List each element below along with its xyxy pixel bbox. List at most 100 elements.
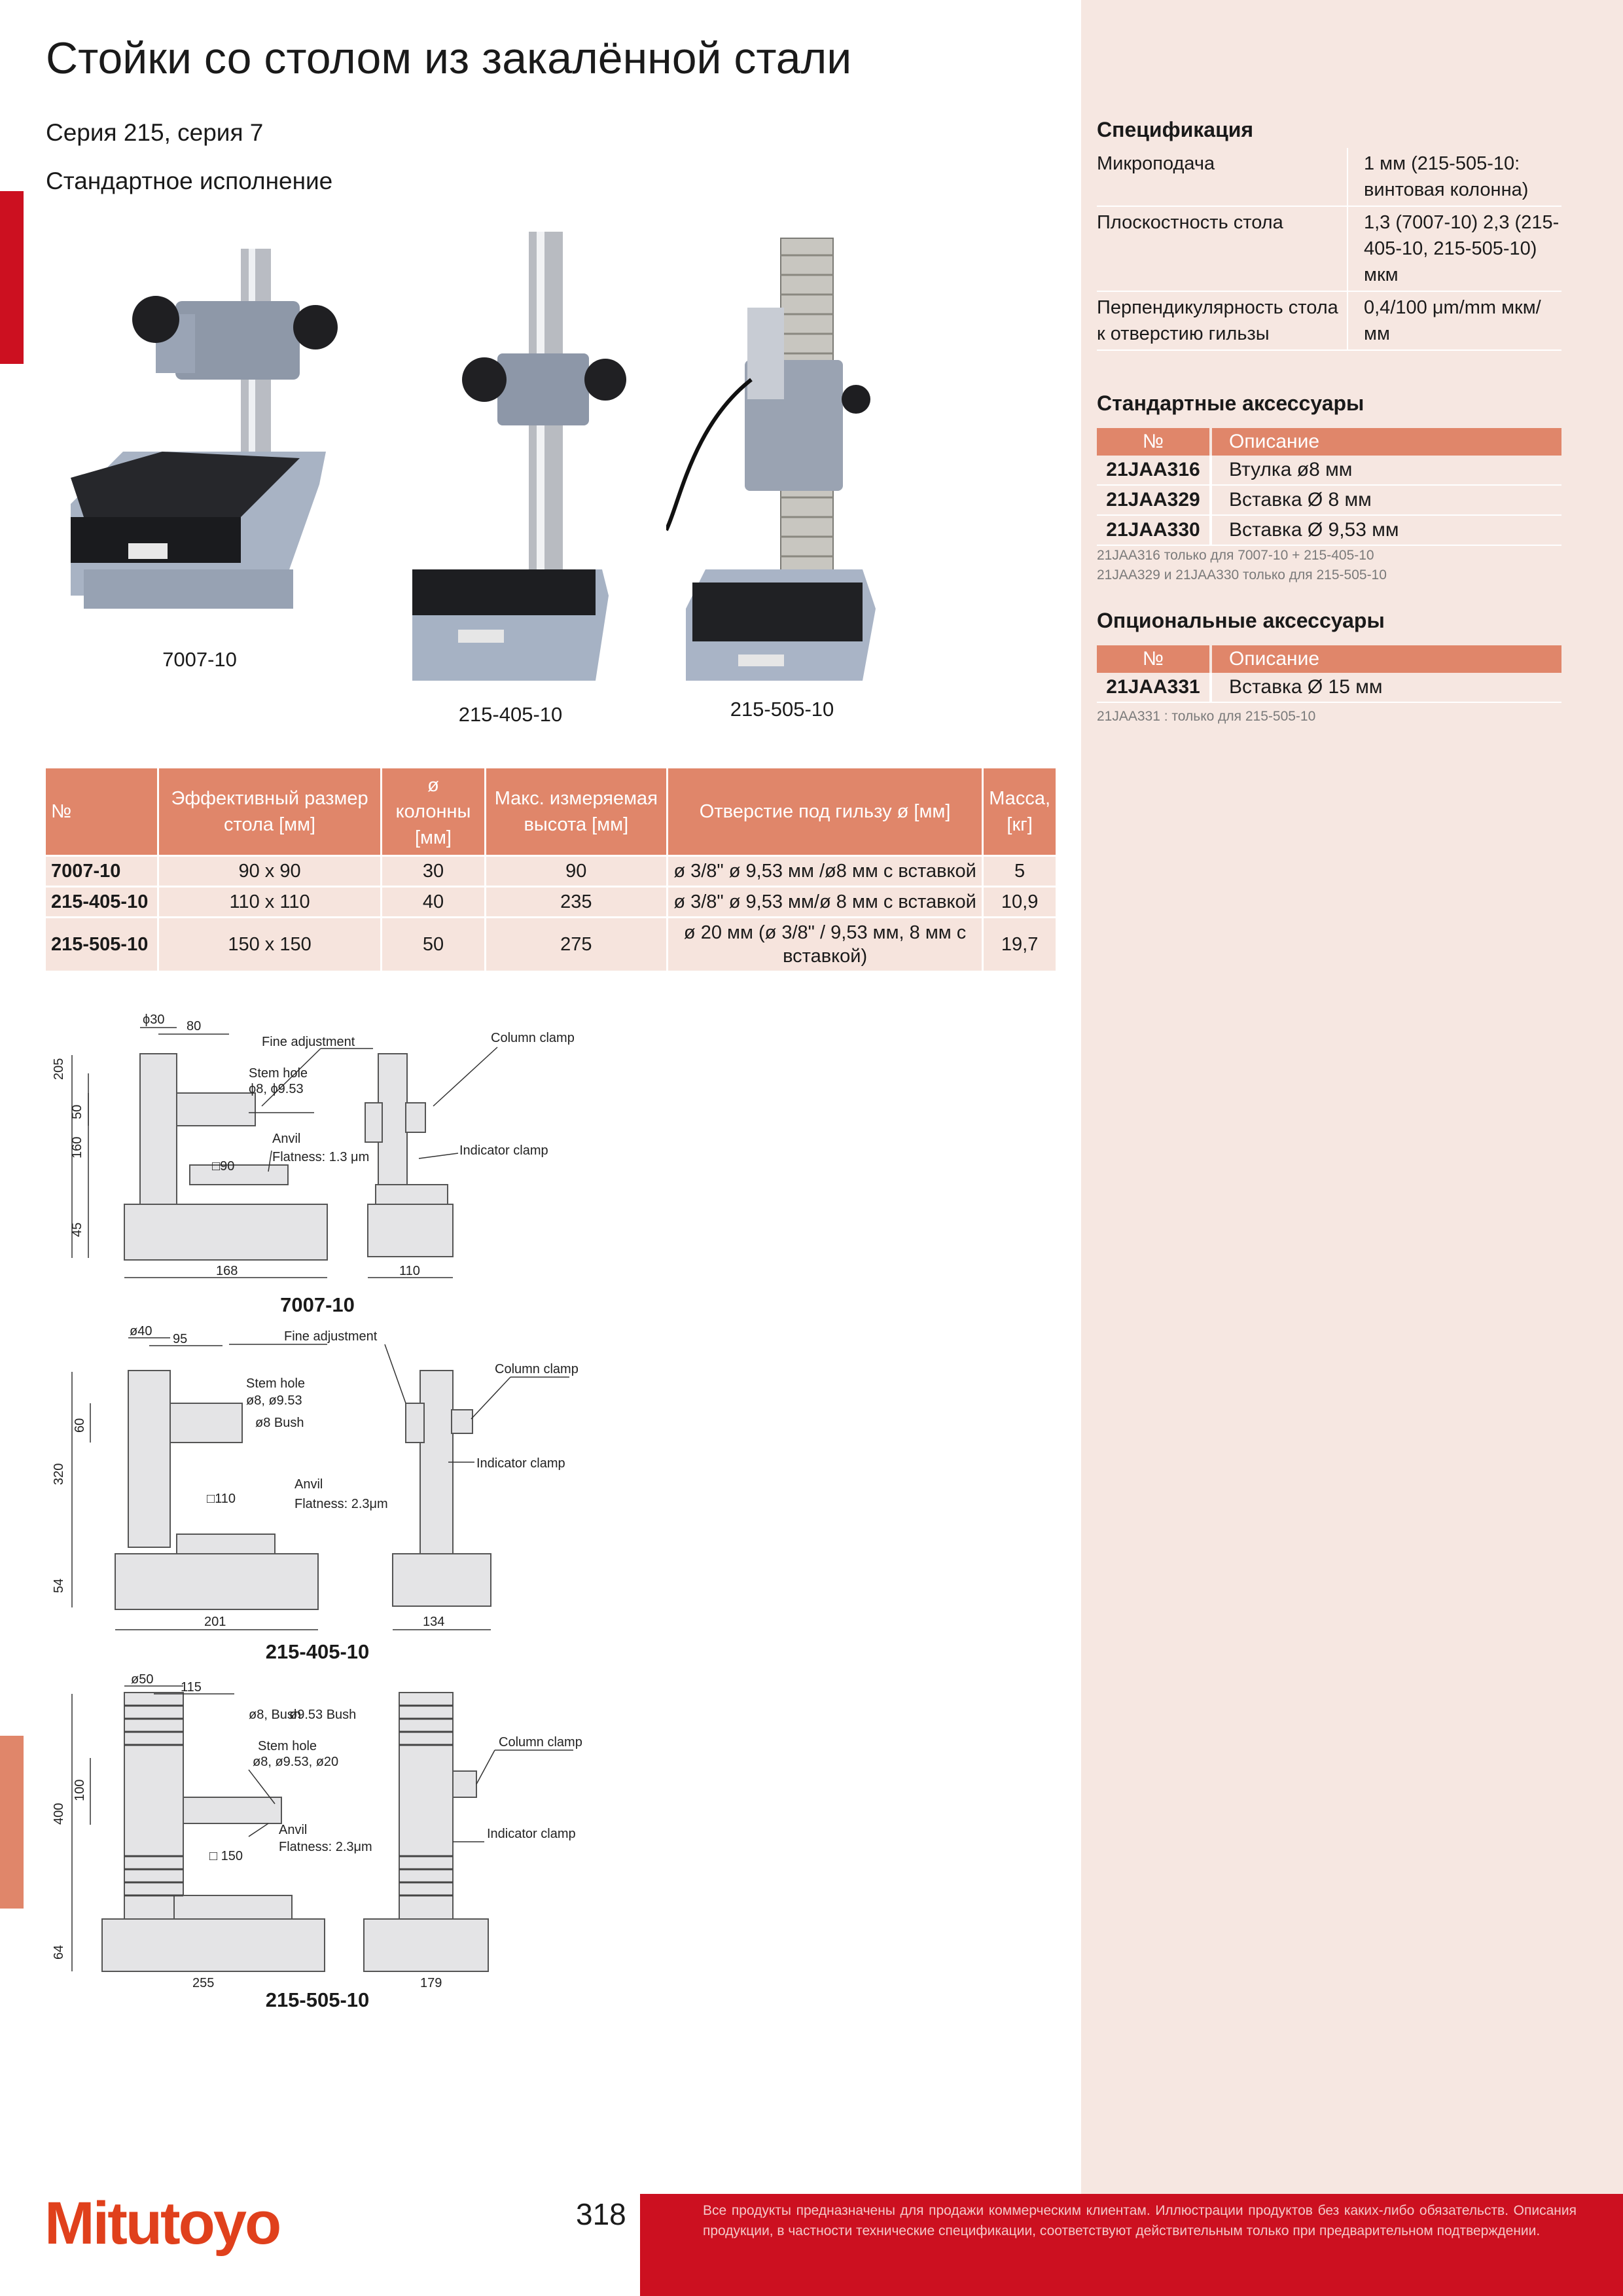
footer-bar [640,2194,1623,2296]
label-table-size: □110 [207,1492,236,1506]
photo-caption-7007-10: 7007-10 [162,648,237,671]
label-anvil: Anvil [294,1477,323,1492]
dim-side: 134 [423,1615,444,1629]
std-acc-note-1: 21JAA316 только для 7007-10 + 215-405-10 [1097,548,1374,563]
product-photo-7007-10 [45,229,355,641]
col-header-column-diameter: ø колонны [мм] [381,768,486,856]
cell-column: 50 [381,916,486,971]
dim-h4: 45 [70,1223,84,1237]
variant-subtitle: Стандартное исполнение [46,168,333,194]
label-indicator-clamp: Indicator clamp [476,1456,565,1471]
drawing-caption-215-505-10: 215-505-10 [265,1988,370,2011]
label-indicator-clamp: Indicator clamp [459,1143,548,1158]
cell-model: 7007-10 [46,855,159,887]
label-flatness: Flatness: 2.3μm [279,1840,372,1854]
col-header-stem-hole: Отверстие под гильзу ø [мм] [667,768,984,856]
opt-acc-col-desc: Описание [1211,645,1561,673]
dim-base: 255 [192,1976,214,1987]
col-header-table-size: Эффективный размер стола [мм] [158,768,383,856]
acc-number: 21JAA330 [1097,515,1212,546]
opt-acc-col-no: № [1097,645,1212,673]
sidebar-background [1081,0,1623,2194]
std-acc-table: № Описание 21JAA316 Втулка ø8 мм 21JAA32… [1097,428,1561,546]
std-acc-col-desc: Описание [1211,428,1561,456]
cell-mass: 10,9 [982,886,1058,918]
cell-hole: ø 20 мм (ø 3/8" / 9,53 мм, 8 мм с вставк… [667,916,984,971]
dim-h1: 50 [70,1105,84,1119]
label-flatness: Flatness: 1.3 μm [272,1150,369,1164]
table-header-row: № Эффективный размер стола [мм] ø колонн… [46,768,1058,856]
cell-column: 30 [381,855,486,887]
acc-description: Втулка ø8 мм [1211,456,1561,486]
cell-height: 275 [485,916,669,971]
cell-model: 215-505-10 [46,916,159,971]
acc-description: Вставка Ø 15 мм [1211,673,1561,703]
label-table-size: □90 [212,1159,234,1174]
technical-drawing-215-505-10: ø50 115 400 100 64 255 179 ø8, Bush ø9.5… [52,1673,582,1987]
cell-height: 90 [485,855,669,887]
page-number: 318 [576,2197,626,2231]
label-bush: ø8 Bush [255,1416,304,1430]
dim-h4: 64 [52,1945,66,1960]
cell-size: 110 x 110 [158,886,383,918]
col-header-no: № [46,768,159,856]
spec-value: 1,3 (7007-10) 2,3 (215-405-10, 215-505-1… [1347,206,1561,292]
drawing-caption-215-405-10: 215-405-10 [265,1640,370,1663]
dim-h4: 54 [52,1579,66,1593]
label-stem-hole: Stem hole [246,1376,305,1391]
dim-side: 110 [399,1264,420,1278]
table-row: 21JAA330 Вставка Ø 9,53 мм [1097,515,1561,546]
std-acc-header-row: № Описание [1097,428,1561,456]
spec-value: 1 мм (215-505-10: винтовая колонна) [1347,148,1561,207]
cell-mass: 5 [982,855,1058,887]
cell-hole: ø 3/8" ø 9,53 мм/ø 8 мм с вставкой [667,886,984,918]
photo-caption-215-405-10: 215-405-10 [458,703,563,726]
cell-hole: ø 3/8" ø 9,53 мм /ø8 мм с вставкой [667,855,984,887]
label-stem-diameters: ø8, ø9.53, ø20 [253,1755,338,1769]
opt-acc-heading: Опциональные аксессуары [1097,609,1385,632]
label-fine-adjustment: Fine adjustment [284,1329,378,1344]
dim-width: 80 [187,1019,201,1033]
table-row: 215-505-10 150 x 150 50 275 ø 20 мм (ø 3… [46,916,1058,971]
spec-row: Плоскостность стола 1,3 (7007-10) 2,3 (2… [1097,206,1561,292]
label-stem-diameters: ø8, ø9.53 [246,1393,302,1408]
series-subtitle: Серия 215, серия 7 [46,119,264,146]
cell-column: 40 [381,886,486,918]
label-anvil: Anvil [279,1823,307,1837]
dim-h1: 60 [73,1418,87,1433]
section-marker-red [0,191,24,364]
dim-column-diameter: ø50 [131,1673,153,1687]
label-anvil: Anvil [272,1132,300,1146]
table-row: 215-405-10 110 x 110 40 235 ø 3/8" ø 9,5… [46,886,1058,918]
std-acc-note-2: 21JAA329 и 21JAA330 только для 215-505-1… [1097,567,1387,583]
dim-side: 179 [420,1976,442,1987]
spec-label: Микроподача [1097,148,1348,207]
table-row: 21JAA329 Вставка Ø 8 мм [1097,485,1561,516]
page-title: Стойки со столом из закалённой стали [46,33,852,83]
spec-label: Перпендикулярность стола к отверстию гил… [1097,291,1348,351]
col-header-max-height: Макс. измеряемая высота [мм] [485,768,669,856]
dim-h1: 100 [73,1780,87,1801]
dim-base: 168 [216,1264,238,1278]
footer-disclaimer: Все продукты предназначены для продажи к… [703,2203,1577,2238]
dim-column-diameter: ø40 [130,1325,152,1338]
dim-h2: 400 [52,1803,66,1825]
opt-acc-note: 21JAA331 : только для 215-505-10 [1097,709,1316,724]
table-row: 21JAA316 Втулка ø8 мм [1097,456,1561,486]
dim-h3: 205 [52,1058,66,1080]
dim-base: 201 [204,1615,226,1629]
technical-drawing-7007-10: ϕ30 80 205 50 160 45 168 110 Fine adjust… [52,1013,575,1278]
mitutoyo-logo: Mitutoyo [45,2190,281,2257]
acc-description: Вставка Ø 8 мм [1211,485,1561,516]
spec-row: Микроподача 1 мм (215-505-10: винтовая к… [1097,148,1561,207]
dim-width: 95 [173,1332,187,1346]
label-bush-8: ø8, Bush [249,1708,301,1722]
table-row: 7007-10 90 x 90 30 90 ø 3/8" ø 9,53 мм /… [46,855,1058,887]
label-bush-953: ø9.53 Bush [289,1708,356,1722]
std-acc-col-no: № [1097,428,1212,456]
cell-height: 235 [485,886,669,918]
cell-mass: 19,7 [982,916,1058,971]
products-table: № Эффективный размер стола [мм] ø колонн… [46,768,1058,971]
drawing-caption-7007-10: 7007-10 [280,1293,355,1316]
product-photo-215-405-10 [386,229,635,694]
